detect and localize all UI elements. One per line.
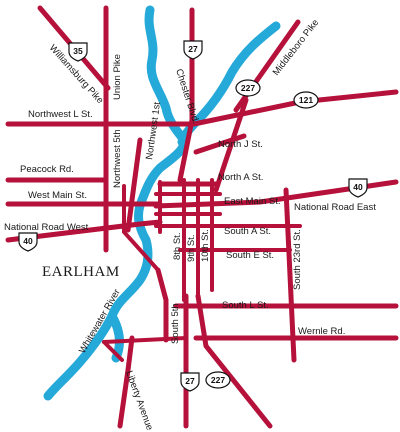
road-227-south bbox=[195, 293, 273, 429]
label-northwest-l-st: Northwest L St. bbox=[28, 109, 93, 120]
label-8th-st: 8th St. bbox=[172, 233, 183, 260]
label-northwest-5th: Northwest 5th bbox=[112, 129, 123, 188]
svg-text:40: 40 bbox=[23, 236, 33, 246]
label-9th-st: 9th St. bbox=[186, 235, 197, 262]
road-sw-connector bbox=[102, 336, 188, 344]
label-city-earlham: EARLHAM bbox=[42, 264, 120, 280]
svg-text:227: 227 bbox=[241, 83, 255, 93]
road-chester-blvd bbox=[177, 7, 195, 183]
road-liberty-avenue bbox=[117, 335, 135, 429]
label-south-5th: South 5th bbox=[170, 303, 181, 344]
label-west-main-st: West Main St. bbox=[28, 190, 87, 201]
label-union-pike: Union Pike bbox=[112, 54, 123, 100]
road-south-5th bbox=[155, 267, 169, 343]
shield-227-bottom: 227 bbox=[205, 371, 231, 389]
label-northwest-1st: Northwest 1st bbox=[144, 101, 163, 160]
label-chester-blvd: Chester Blvd. bbox=[173, 68, 201, 126]
label-national-road-west: National Road West bbox=[4, 222, 89, 233]
road-national-west bbox=[5, 219, 163, 243]
shield-227-top: 227 bbox=[235, 79, 261, 97]
svg-text:121: 121 bbox=[299, 95, 313, 105]
label-wernle-rd: Wernle Rd. bbox=[298, 326, 345, 337]
road-west-spur bbox=[102, 340, 124, 362]
road-northwest-1st bbox=[125, 137, 143, 233]
svg-text:40: 40 bbox=[353, 182, 363, 192]
label-10th-st: 10th St. bbox=[200, 229, 211, 262]
label-peacock-rd: Peacock Rd. bbox=[20, 164, 74, 175]
label-liberty-avenue: Liberty Avenue bbox=[123, 369, 155, 432]
label-south-a-st: South A St. bbox=[224, 226, 271, 237]
shield-40-east: 40 bbox=[348, 178, 368, 198]
shield-27-top: 27 bbox=[183, 40, 203, 60]
svg-text:35: 35 bbox=[73, 46, 83, 56]
svg-text:227: 227 bbox=[211, 375, 225, 385]
label-south-23rd-st: South 23rd St. bbox=[292, 229, 303, 290]
label-north-a-st: North A St. bbox=[218, 172, 263, 183]
shield-layer: 35 27 227 121 40 40 27 bbox=[18, 40, 368, 392]
label-east-main-st: East Main St. bbox=[224, 196, 281, 207]
label-south-l-st: South L St. bbox=[222, 300, 269, 311]
label-national-road-east: National Road East bbox=[294, 202, 376, 213]
whitewater-river bbox=[43, 5, 189, 401]
shield-121: 121 bbox=[293, 91, 319, 109]
road-227-north bbox=[213, 97, 249, 193]
shield-40-west: 40 bbox=[18, 232, 38, 252]
shield-27-bottom: 27 bbox=[180, 372, 200, 392]
road-northwest-5th bbox=[122, 184, 160, 272]
svg-text:27: 27 bbox=[185, 376, 195, 386]
label-north-j-st: North J St. bbox=[218, 139, 263, 150]
svg-text:27: 27 bbox=[188, 44, 198, 54]
road-north-j-st bbox=[193, 133, 247, 155]
shield-35: 35 bbox=[68, 42, 88, 62]
label-south-e-st: South E St. bbox=[226, 250, 274, 261]
road-south-23rd bbox=[283, 187, 297, 363]
